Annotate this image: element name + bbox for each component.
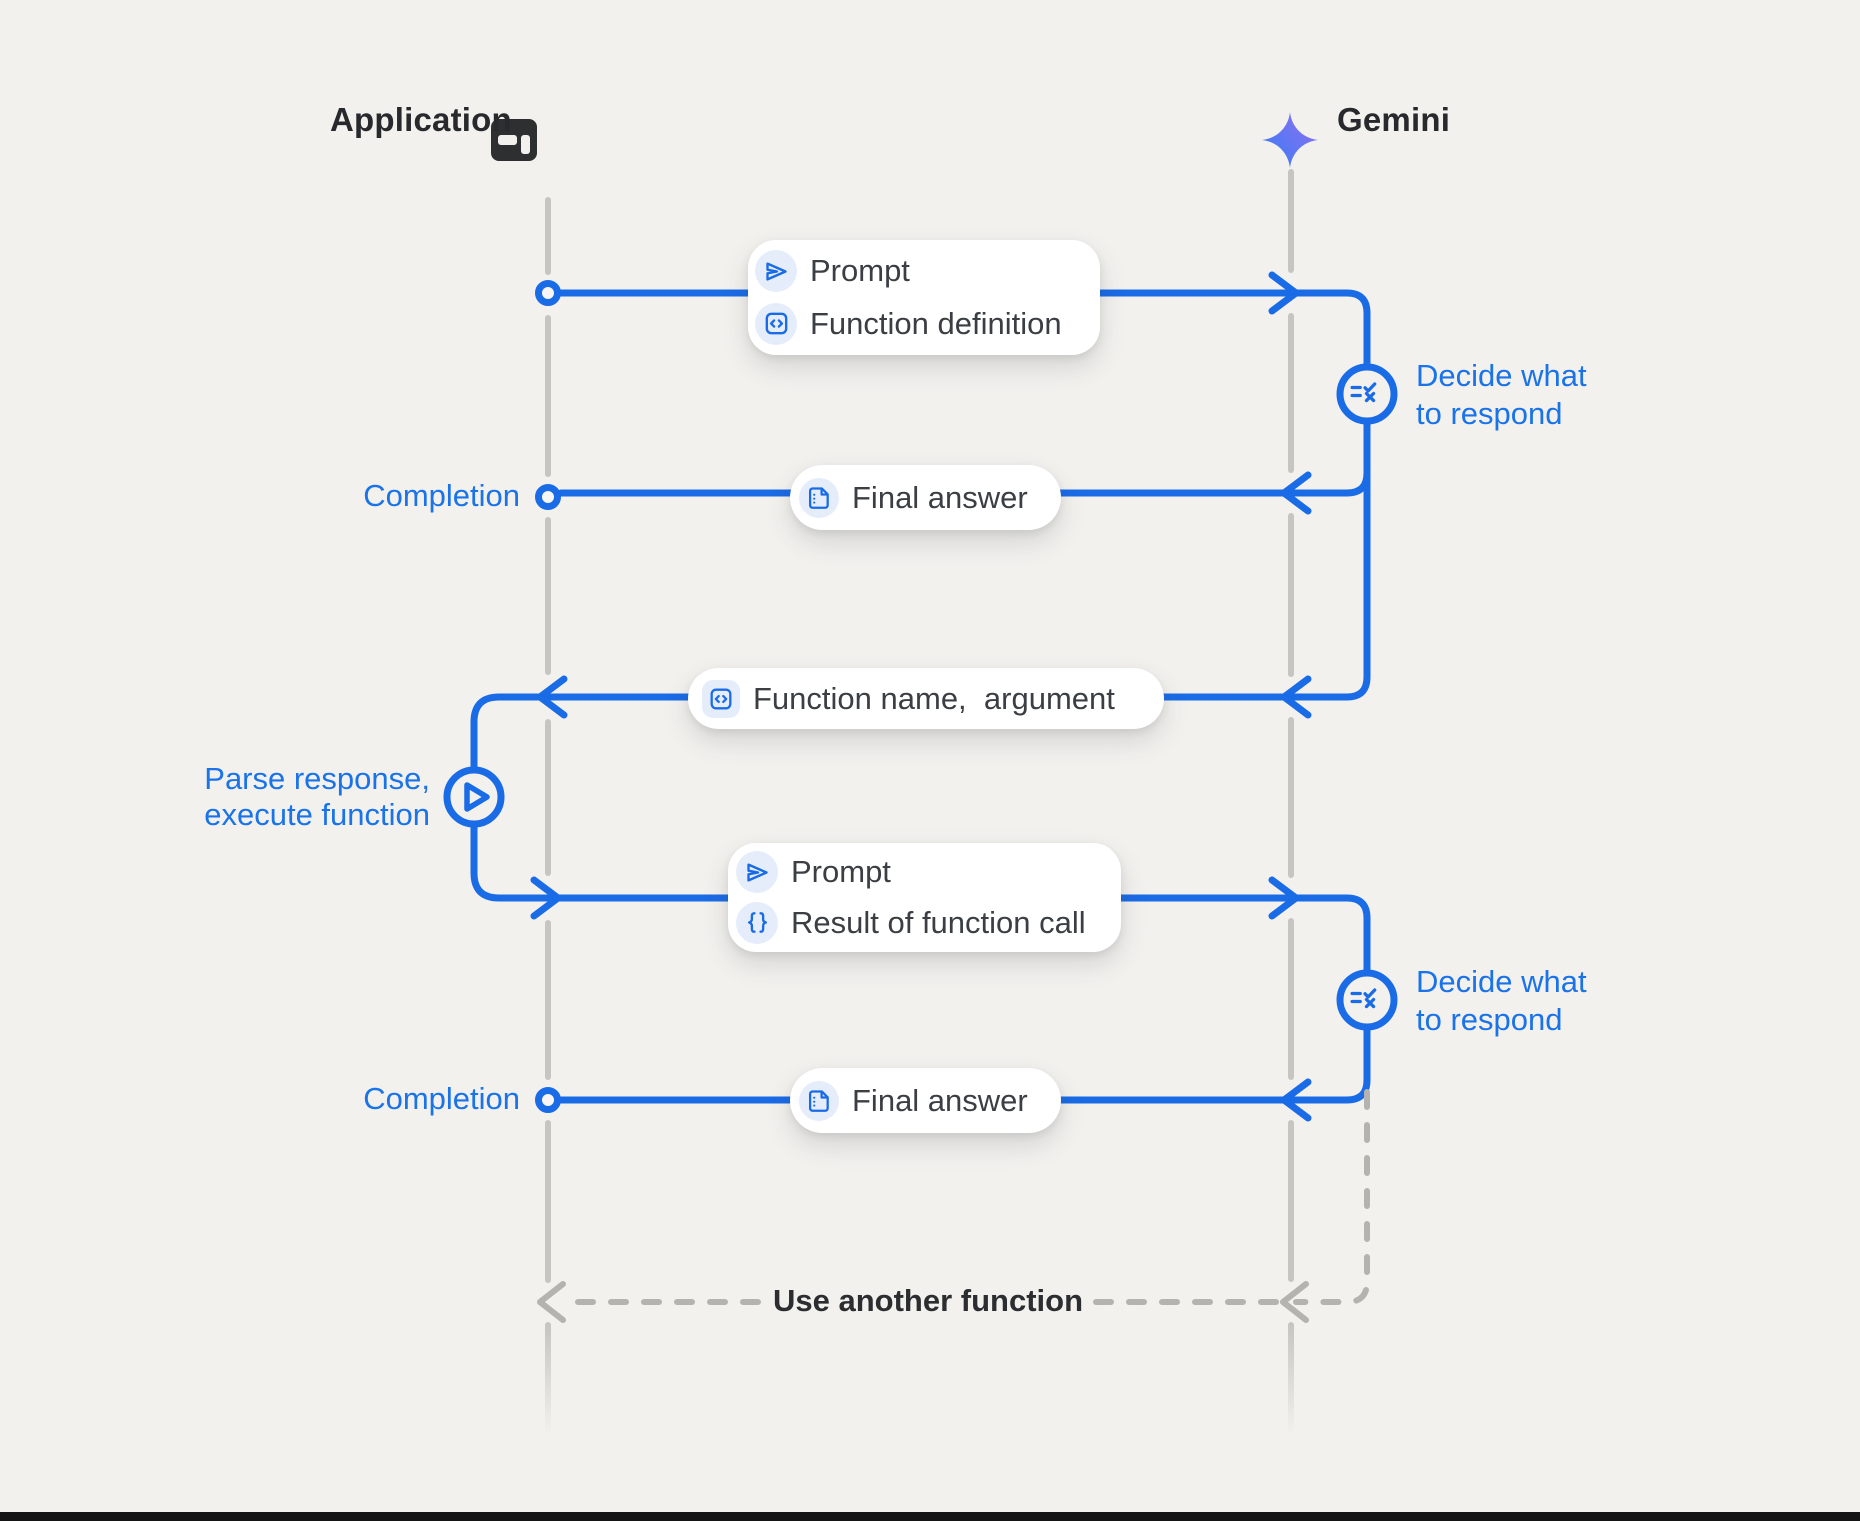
application-window-icon [491, 119, 537, 161]
message-box-prompt-result: Prompt Result of function call [728, 843, 1121, 952]
endpoint-completion-2 [535, 1087, 561, 1113]
completion-label-1: Completion [363, 478, 520, 513]
arrowhead-right [1268, 271, 1300, 315]
message-box-final-answer-1: Final answer [790, 465, 1061, 530]
summarize-icon [799, 477, 839, 518]
send-icon [736, 851, 778, 894]
arrowhead-left [536, 675, 568, 719]
application-actor-label: Application [330, 101, 512, 138]
message-label: Function definition [810, 305, 1062, 341]
decide-node-2 [1336, 969, 1398, 1031]
execute-node [443, 766, 505, 828]
message-box-prompt-function-definition: Prompt Function definition [748, 240, 1100, 355]
gemini-actor-label: Gemini [1337, 101, 1451, 138]
code-box-icon [702, 679, 740, 718]
message-label: Function name, argument [753, 680, 1115, 716]
endpoint-completion-1 [535, 484, 561, 510]
message-box-function-name-argument: Function name, argument [688, 668, 1164, 729]
endpoint-start [535, 280, 561, 306]
message-label: Final answer [852, 1082, 1028, 1118]
rule-icon [1350, 988, 1377, 1009]
message-row: Prompt [755, 250, 1100, 293]
decide-node-1 [1336, 363, 1398, 425]
flow-final-answer-1-line [557, 469, 1371, 497]
message-label: Result of function call [791, 904, 1086, 940]
flow-loop-line [470, 289, 1371, 902]
decide-what-to-respond-label-2: Decide what to respond [1416, 964, 1587, 1037]
use-another-function-path [537, 1089, 1370, 1323]
bottom-bar [0, 1512, 1860, 1521]
message-label: Final answer [852, 479, 1028, 515]
rule-icon [1350, 382, 1377, 403]
parse-response-execute-function-label: Parse response, execute function [204, 761, 430, 832]
summarize-icon [799, 1080, 839, 1121]
arrowhead-left [1280, 1078, 1312, 1122]
lifeline-endpoints [535, 280, 561, 1113]
completion-label-2: Completion [363, 1081, 520, 1116]
dashed-arrowhead-left [1280, 1281, 1309, 1323]
code-box-icon [755, 302, 797, 345]
gemini-sparkle-icon [1262, 112, 1318, 168]
message-row: Prompt [736, 851, 1121, 894]
use-another-function-label: Use another function [773, 1283, 1084, 1318]
play-icon [464, 782, 490, 812]
dashed-arrowhead-left [537, 1281, 566, 1323]
message-box-final-answer-2: Final answer [790, 1068, 1061, 1133]
arrowhead-left [1280, 675, 1312, 719]
send-icon [755, 250, 797, 293]
arrowhead-right [1268, 876, 1300, 920]
message-row: Function definition [755, 302, 1100, 345]
arrowhead-left [1280, 471, 1312, 515]
message-row: Result of function call [736, 901, 1121, 944]
arrowheads [530, 271, 1312, 1122]
braces-icon [736, 901, 778, 944]
message-label: Prompt [791, 854, 891, 890]
arrowhead-right [530, 876, 562, 920]
decide-what-to-respond-label-1: Decide what to respond [1416, 358, 1587, 431]
message-label: Prompt [810, 253, 910, 289]
